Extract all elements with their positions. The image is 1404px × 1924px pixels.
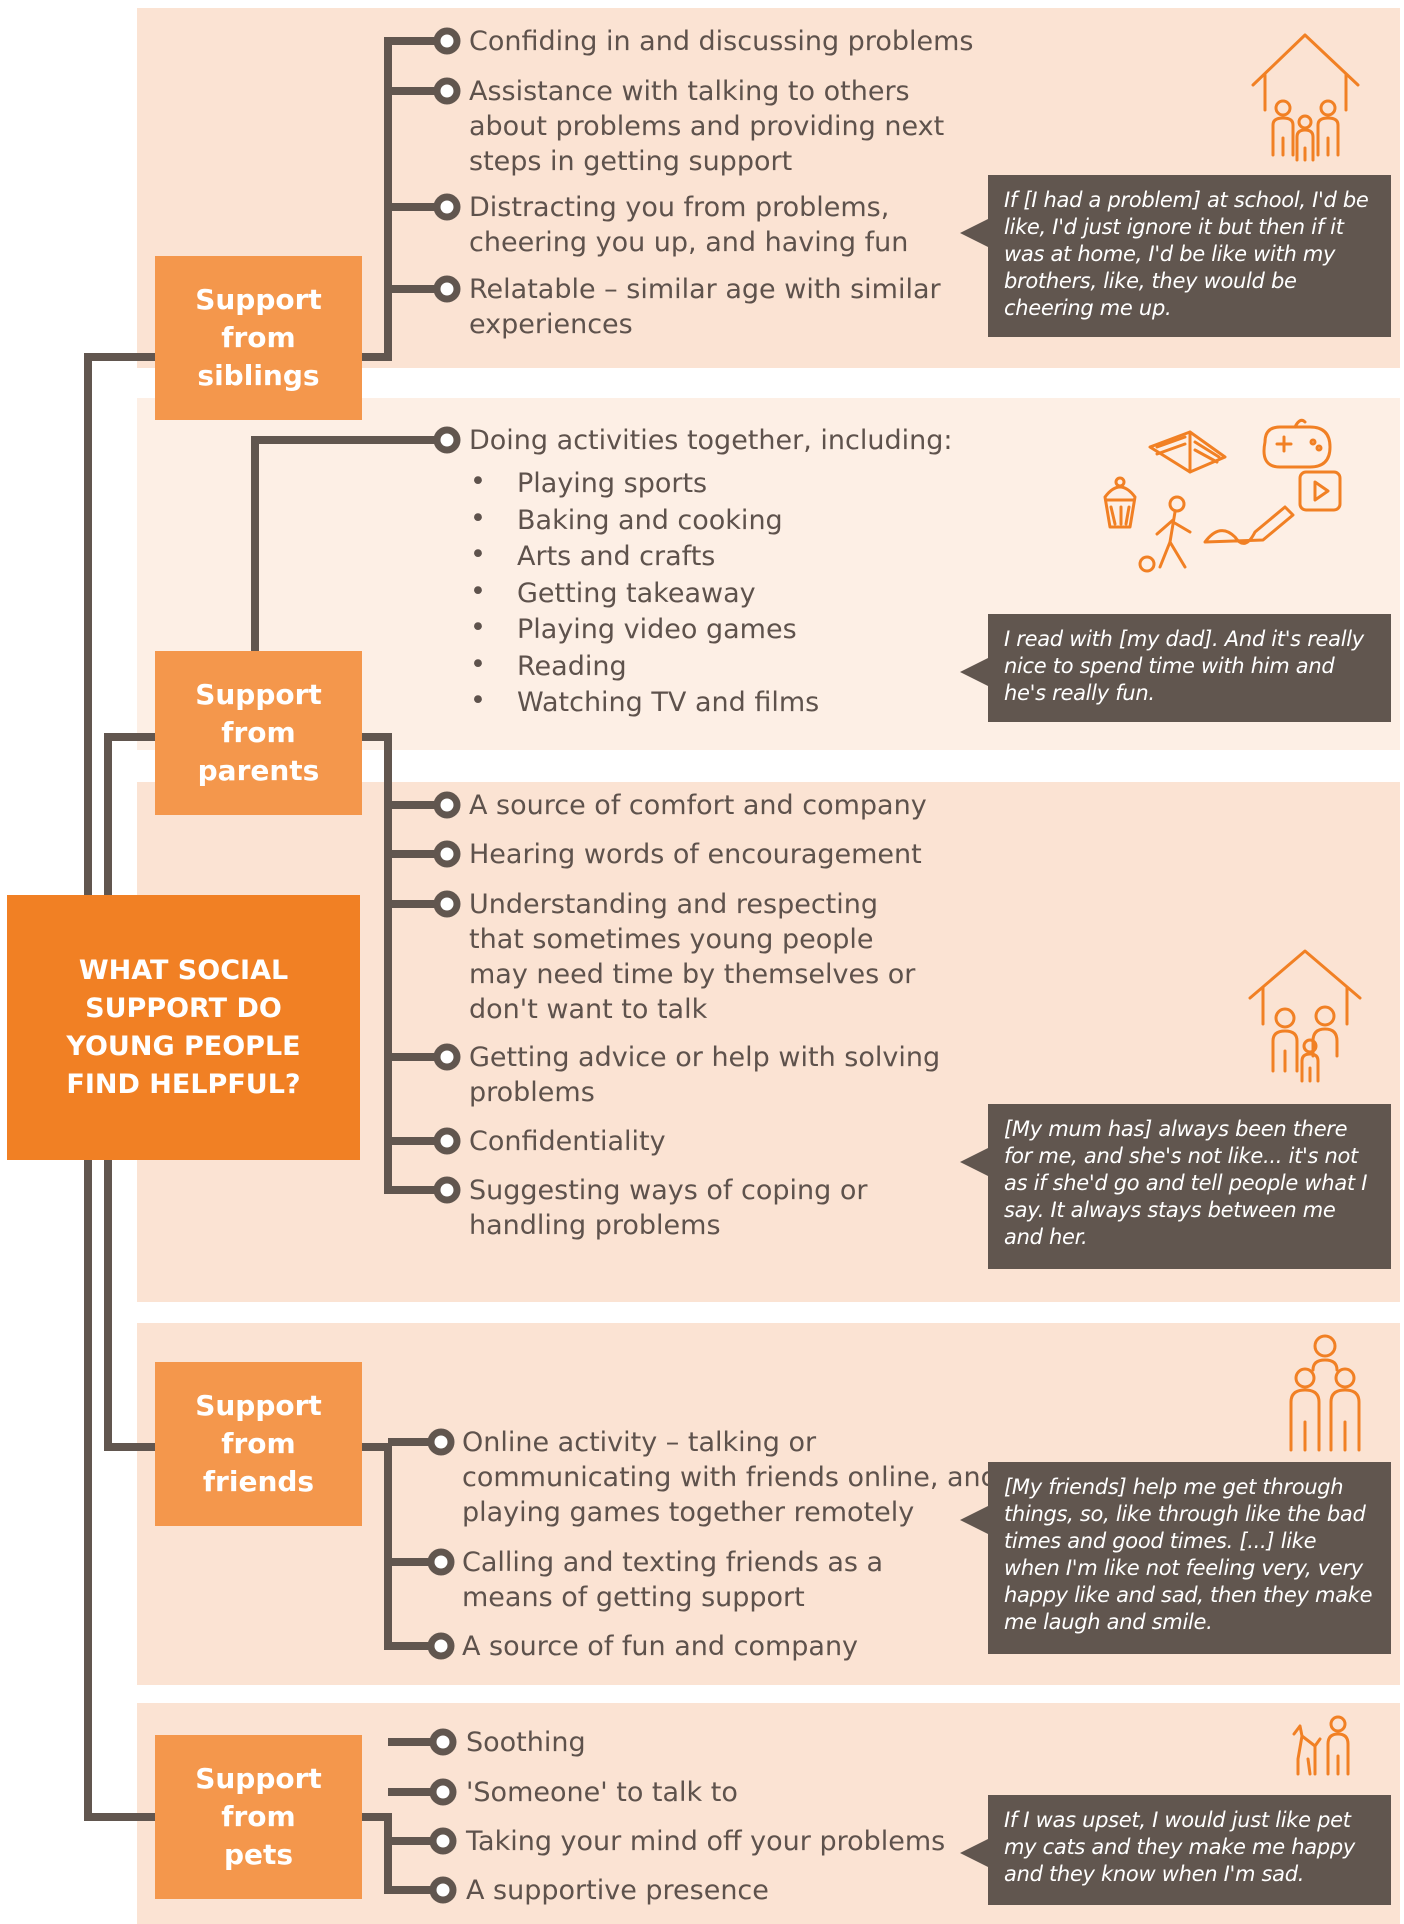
category-parents: Support from parents [155, 651, 362, 815]
pets-item: 'Someone' to talk to [466, 1777, 738, 1808]
bullet-dot: • [470, 649, 486, 680]
category-siblings: Support from siblings [155, 256, 362, 420]
activity-item: Reading [517, 651, 627, 682]
bullet-dot: • [470, 576, 486, 607]
pets-item: Soothing [466, 1727, 586, 1758]
central-question-box: WHAT SOCIAL SUPPORT DO YOUNG PEOPLE FIND… [7, 895, 360, 1160]
bullet-dot: • [470, 685, 486, 716]
bullet-dot: • [470, 539, 486, 570]
parent-child-house-icon [1248, 949, 1362, 1083]
activity-item: Playing video games [517, 614, 797, 645]
siblings-quote: If [I had a problem] at school, I'd be l… [960, 175, 1391, 337]
category-pets-label: Support from pets [195, 1762, 322, 1871]
parents-activities-intro: Doing activities together, including: [469, 425, 953, 456]
parents-item: Understanding and respecting that someti… [469, 889, 916, 1025]
pets-item: Taking your mind off your problems [466, 1826, 946, 1857]
parents-item: Suggesting ways of coping or handling pr… [469, 1175, 868, 1241]
parents-item: A source of comfort and company [469, 790, 927, 821]
siblings-item: Confiding in and discussing problems [469, 26, 974, 57]
category-friends: Support from friends [155, 1362, 362, 1526]
central-title: WHAT SOCIAL SUPPORT DO YOUNG PEOPLE FIND… [66, 954, 301, 1100]
person-with-pet-icon [1292, 1715, 1350, 1776]
friends-group-icon [1289, 1334, 1361, 1452]
family-house-icon [1251, 33, 1360, 162]
siblings-item: Distracting you from problems, cheering … [469, 192, 909, 258]
activity-item: Playing sports [517, 468, 708, 499]
parents-activities-quote-text: I read with [my dad]. And it's really ni… [1004, 627, 1364, 705]
parents-item: Getting advice or help with solving prob… [469, 1042, 941, 1108]
parents-item: Hearing words of encouragement [469, 839, 922, 870]
friends-quote-text: [My friends] help me get through things,… [1004, 1475, 1373, 1634]
activity-item: Getting takeaway [517, 578, 756, 609]
siblings-quote-text: If [I had a problem] at school, I'd be l… [1004, 188, 1369, 320]
parents-item: Confidentiality [469, 1126, 666, 1157]
category-pets: Support from pets [155, 1735, 362, 1899]
category-friends-label: Support from friends [195, 1389, 322, 1498]
pets-item: A supportive presence [466, 1875, 769, 1906]
friends-quote: [My friends] help me get through things,… [960, 1462, 1391, 1654]
siblings-item: Assistance with talking to others about … [469, 76, 945, 177]
parents-activities-quote: I read with [my dad]. And it's really ni… [960, 614, 1391, 722]
activity-item: Watching TV and films [517, 687, 820, 718]
siblings-item: Relatable – similar age with similar exp… [469, 274, 941, 340]
activity-item: Baking and cooking [517, 505, 783, 536]
friends-item: A source of fun and company [462, 1631, 859, 1662]
category-siblings-label: Support from siblings [195, 283, 322, 392]
pets-quote-text: If I was upset, I would just like pet my… [1004, 1808, 1355, 1886]
bullet-dot: • [470, 466, 486, 497]
category-parents-label: Support from parents [195, 678, 322, 787]
parents-quote-text: [My mum has] always been there for me, a… [1004, 1117, 1368, 1249]
activities-icon [1103, 418, 1342, 573]
pets-quote: If I was upset, I would just like pet my… [960, 1795, 1391, 1905]
friends-item: Calling and texting friends as a means o… [462, 1547, 884, 1613]
friends-item: Online activity – talking or communicati… [462, 1427, 998, 1528]
activity-item: Arts and crafts [517, 541, 716, 572]
parents-quote: [My mum has] always been there for me, a… [960, 1104, 1391, 1269]
bullet-dot: • [470, 503, 486, 534]
bullet-dot: • [470, 612, 486, 643]
